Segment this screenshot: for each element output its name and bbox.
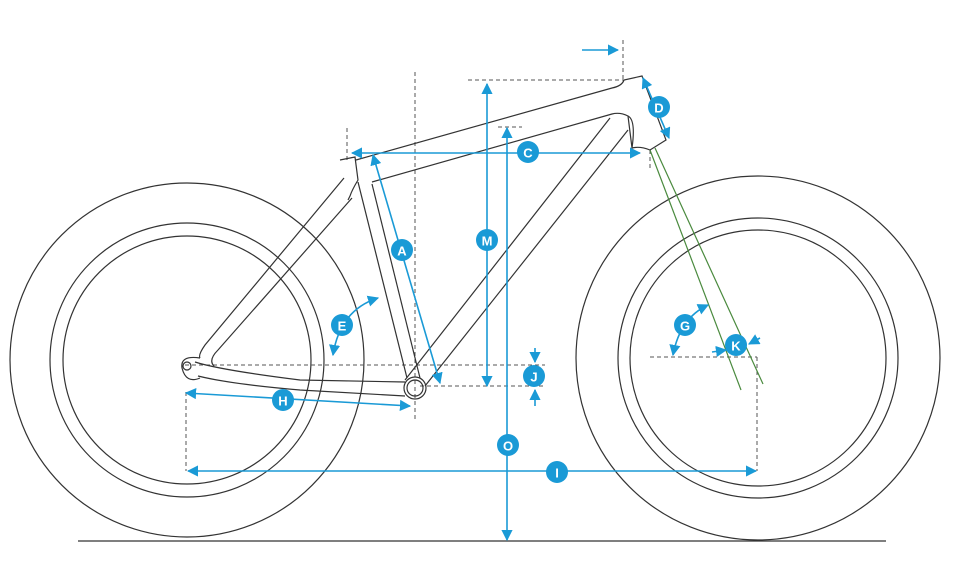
svg-text:D: D (654, 101, 663, 116)
label-i: I (546, 461, 568, 483)
front-wheel (575, 175, 941, 541)
label-h: H (272, 389, 294, 411)
label-d: D (648, 96, 670, 118)
svg-text:H: H (278, 394, 287, 409)
svg-text:O: O (503, 439, 513, 454)
svg-text:M: M (482, 234, 493, 249)
dimension-lines (184, 44, 761, 542)
label-j: J (523, 365, 545, 387)
svg-text:C: C (523, 146, 533, 161)
svg-text:G: G (680, 319, 690, 334)
label-a: A (391, 239, 413, 261)
bike-frame (181, 75, 667, 400)
svg-text:E: E (338, 319, 347, 334)
label-o: O (497, 434, 519, 456)
label-m: M (476, 229, 498, 251)
steering-axis (649, 147, 764, 391)
reference-lines (185, 40, 758, 471)
svg-text:J: J (530, 370, 537, 385)
label-g: G (674, 314, 696, 336)
svg-text:K: K (731, 339, 741, 354)
rear-wheel (9, 182, 365, 538)
label-k: K (725, 334, 747, 356)
label-c: C (517, 141, 539, 163)
svg-text:A: A (397, 244, 407, 259)
svg-text:I: I (555, 466, 559, 481)
label-e: E (331, 314, 353, 336)
